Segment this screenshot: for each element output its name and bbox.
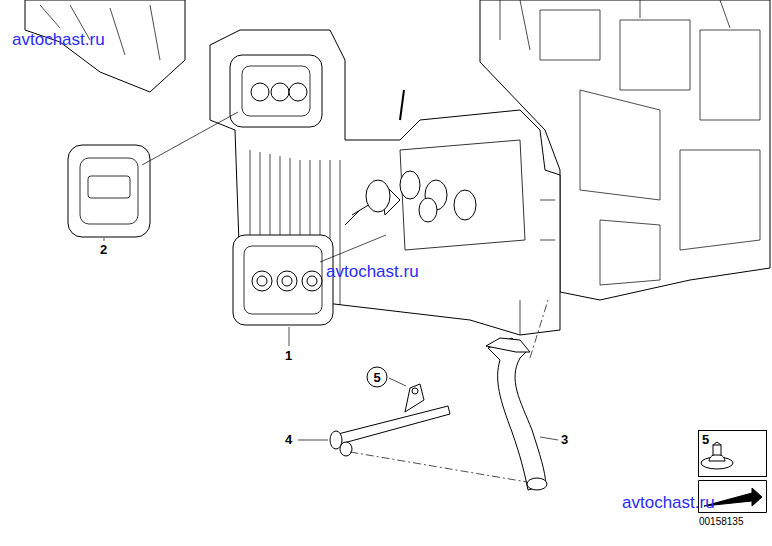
- grommet-hole: [302, 271, 322, 291]
- grommet-slot: [88, 176, 130, 198]
- leader-line: [389, 378, 406, 386]
- grommet-hole: [252, 271, 272, 291]
- grommet: [233, 235, 333, 325]
- callout-number: 4: [285, 432, 292, 447]
- callout-number: 3: [561, 432, 568, 447]
- assembly-line: [350, 452, 527, 482]
- hose-end: [527, 478, 547, 490]
- callout-number: 5: [702, 432, 709, 447]
- watermark: avtochast.ru: [622, 493, 715, 513]
- leader-line: [104, 238, 105, 241]
- housing-ribs: [500, 0, 730, 50]
- drain-rod: [338, 406, 450, 444]
- rod-bracket: [405, 384, 424, 412]
- assembly-line: [142, 112, 238, 165]
- hose-bracket: [486, 338, 530, 352]
- pipe-stub: [454, 190, 476, 220]
- housing-detail: [520, 200, 555, 335]
- grommet: [68, 145, 150, 237]
- callout-number: 3: [561, 432, 568, 447]
- callout-number: 4: [285, 432, 292, 447]
- drawing-number: 00158135: [699, 516, 744, 527]
- pipe-stub: [419, 198, 437, 222]
- drawing-number: 00158135: [699, 516, 744, 527]
- upper-port-inner: [242, 66, 310, 116]
- grommet-hole: [282, 276, 292, 286]
- blower-housing: [210, 30, 560, 335]
- callout-circle: 5: [366, 366, 388, 388]
- valve-flange: [400, 140, 525, 250]
- drain-hose: [488, 338, 546, 490]
- grommet-hole: [307, 276, 317, 286]
- watermark: avtochast.ru: [12, 30, 105, 50]
- callout-number: 2: [100, 242, 107, 257]
- watermark: avtochast.ru: [326, 262, 419, 282]
- callout-number: 1: [285, 348, 292, 363]
- watermark: avtochast.ru: [622, 493, 715, 513]
- assembly-line: [320, 235, 386, 262]
- upper-port: [230, 55, 322, 127]
- housing-detail: [540, 10, 760, 285]
- port-hole: [289, 83, 307, 101]
- grommet-hole: [257, 276, 267, 286]
- port-hole: [271, 83, 289, 101]
- leader-line: [289, 327, 290, 346]
- box-outline: [699, 431, 767, 477]
- stud: [345, 210, 360, 225]
- circle-outline: [367, 367, 387, 387]
- pipe-stub: [352, 180, 400, 215]
- inset-box: 5: [698, 430, 767, 477]
- leader-line: [540, 437, 558, 440]
- stud: [400, 90, 404, 120]
- callout-number: 5: [373, 370, 380, 385]
- callout-number: 1: [285, 348, 292, 363]
- rod-end: [340, 442, 352, 456]
- grommet-inner: [244, 246, 322, 314]
- pipe-stub: [400, 171, 420, 199]
- leader-line: [298, 440, 328, 441]
- callout-number: 2: [100, 242, 107, 257]
- assembly-line: [530, 300, 548, 358]
- grommet-hole: [277, 271, 297, 291]
- bracket-hole: [412, 388, 418, 394]
- watermark: avtochast.ru: [12, 30, 105, 50]
- watermark: avtochast.ru: [326, 262, 419, 282]
- pipe-stub: [366, 180, 390, 212]
- grommet-inner: [80, 158, 138, 224]
- port-hole: [251, 83, 269, 101]
